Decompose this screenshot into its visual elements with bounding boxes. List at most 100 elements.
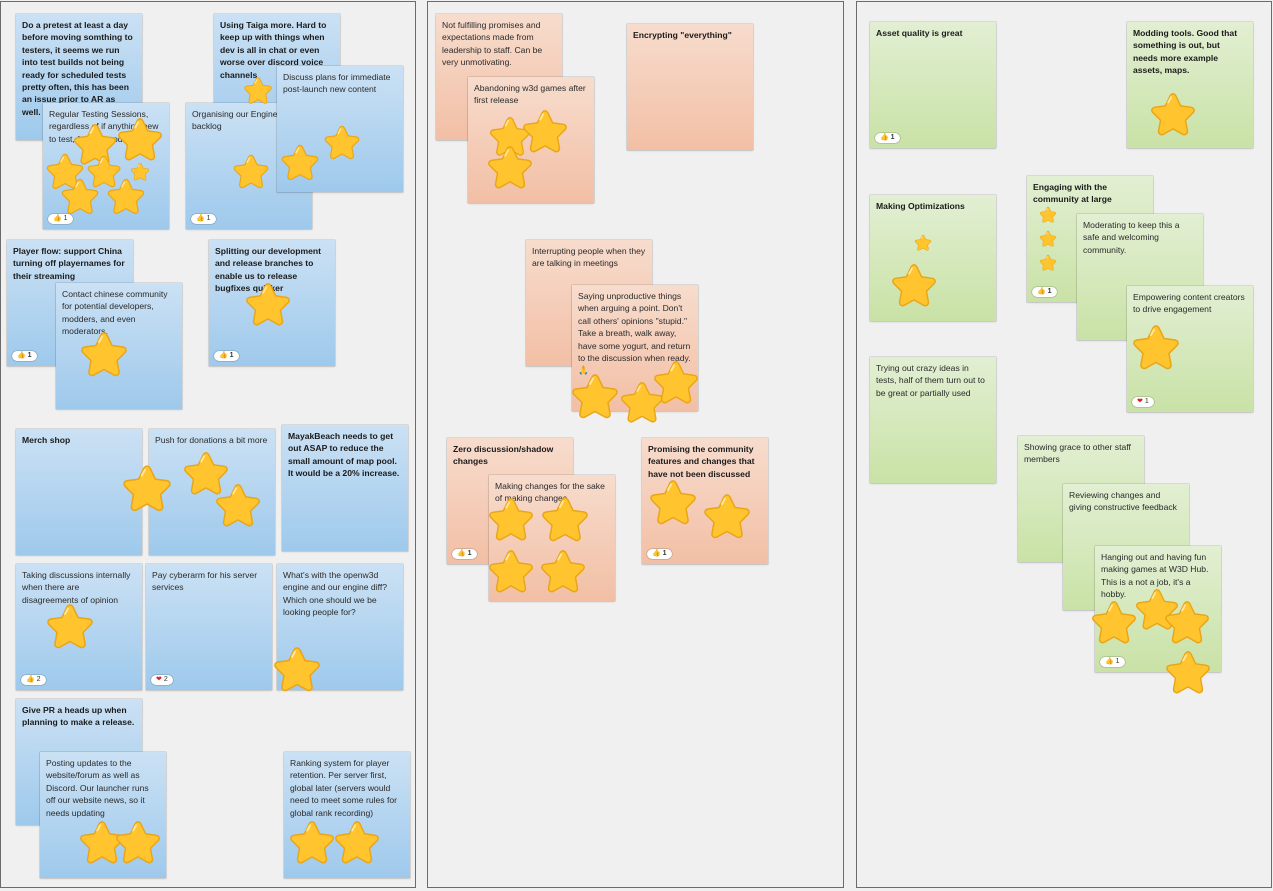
- note-text: Reviewing changes and giving constructiv…: [1069, 490, 1177, 513]
- thumbs-up-reaction[interactable]: 👍 1: [214, 351, 239, 361]
- note-text: Promising the community features and cha…: [648, 444, 755, 479]
- sticky-note[interactable]: Abandoning w3d games after first release: [468, 77, 594, 203]
- note-text: Push for donations a bit more: [155, 435, 268, 445]
- heart-icon: ❤: [156, 676, 162, 683]
- thumbs-up-icon: 👍: [652, 550, 661, 557]
- note-text: Saying unproductive things when arguing …: [578, 291, 691, 376]
- star-sticker-icon: [521, 108, 569, 156]
- note-text: Do a pretest at least a day before movin…: [22, 20, 133, 117]
- star-sticker-icon: [243, 76, 273, 106]
- star-sticker-icon: [539, 548, 587, 596]
- heart-reaction[interactable]: ❤ 2: [151, 675, 173, 685]
- star-sticker-icon: [1039, 230, 1057, 248]
- thumbs-up-reaction[interactable]: 👍 1: [647, 549, 672, 559]
- star-sticker-icon: [1131, 323, 1181, 373]
- sticky-note[interactable]: Modding tools. Good that something is ou…: [1127, 22, 1253, 148]
- note-text: Pay cyberarm for his server services: [152, 570, 258, 593]
- star-sticker-icon: [45, 602, 95, 652]
- note-text: Give PR a heads up when planning to make…: [22, 705, 135, 728]
- note-text: Splitting our development and release br…: [215, 246, 321, 294]
- note-text: Asset quality is great: [876, 28, 963, 38]
- star-sticker-icon: [619, 380, 665, 426]
- note-text: Contact chinese community for potential …: [62, 289, 168, 337]
- note-text: Posting updates to the website/forum as …: [46, 758, 149, 818]
- star-sticker-icon: [182, 450, 230, 498]
- sticky-note[interactable]: Trying out crazy ideas in tests, half of…: [870, 357, 996, 483]
- thumbs-up-reaction[interactable]: 👍 1: [1100, 657, 1125, 667]
- star-sticker-icon: [1090, 599, 1138, 647]
- star-sticker-icon: [333, 819, 381, 867]
- note-text: Discuss plans for immediate post-launch …: [283, 72, 391, 95]
- note-text: MayakBeach needs to get out ASAP to redu…: [288, 431, 400, 479]
- star-sticker-icon: [1149, 91, 1197, 139]
- star-sticker-icon: [1164, 649, 1212, 697]
- note-text: Showing grace to other staff members: [1024, 442, 1131, 465]
- note-text: Player flow: support China turning off p…: [13, 246, 125, 281]
- star-sticker-icon: [86, 154, 122, 190]
- star-sticker-icon: [214, 482, 262, 530]
- star-sticker-icon: [79, 330, 129, 380]
- note-text: Moderating to keep this a safe and welco…: [1083, 220, 1180, 255]
- note-text: Taking discussions internally when there…: [22, 570, 131, 605]
- star-sticker-icon: [232, 153, 270, 191]
- star-sticker-icon: [1039, 254, 1057, 272]
- star-sticker-icon: [106, 177, 146, 217]
- thumbs-up-icon: 👍: [26, 676, 35, 683]
- thumbs-up-reaction[interactable]: 👍 1: [875, 133, 900, 143]
- note-text: What's with the openw3d engine and our e…: [283, 570, 388, 618]
- star-sticker-icon: [280, 143, 320, 183]
- star-sticker-icon: [486, 144, 534, 192]
- star-sticker-icon: [652, 359, 700, 407]
- star-sticker-icon: [914, 234, 932, 252]
- star-sticker-icon: [130, 162, 150, 182]
- star-sticker-icon: [272, 645, 322, 695]
- heart-icon: ❤: [1137, 398, 1143, 405]
- thumbs-up-icon: 👍: [1037, 288, 1046, 295]
- star-sticker-icon: [487, 548, 535, 596]
- note-text: Merch shop: [22, 435, 71, 445]
- sticky-note[interactable]: Pay cyberarm for his server services ❤ 2: [146, 564, 272, 690]
- sticky-note[interactable]: Encrypting "everything": [627, 24, 753, 150]
- star-sticker-icon: [114, 819, 162, 867]
- thumbs-up-icon: 👍: [17, 352, 26, 359]
- star-sticker-icon: [702, 492, 752, 542]
- sticky-note[interactable]: Making Optimizations: [870, 195, 996, 321]
- sticky-note[interactable]: Asset quality is great 👍 1: [870, 22, 996, 148]
- thumbs-up-reaction[interactable]: 👍 1: [191, 214, 216, 224]
- thumbs-up-icon: 👍: [457, 550, 466, 557]
- note-text: Engaging with the community at large: [1033, 182, 1112, 205]
- thumbs-up-icon: 👍: [53, 215, 62, 222]
- note-text: Trying out crazy ideas in tests, half of…: [876, 363, 985, 398]
- sticky-note[interactable]: Merch shop: [16, 429, 142, 555]
- thumbs-up-icon: 👍: [196, 215, 205, 222]
- sticky-note[interactable]: MayakBeach needs to get out ASAP to redu…: [282, 425, 408, 551]
- note-text: Hanging out and having fun making games …: [1101, 552, 1209, 600]
- note-text: Empowering content creators to drive eng…: [1133, 292, 1245, 315]
- star-sticker-icon: [121, 463, 173, 515]
- heart-reaction[interactable]: ❤ 1: [1132, 397, 1154, 407]
- thumbs-up-reaction[interactable]: 👍 1: [48, 214, 73, 224]
- thumbs-up-reaction[interactable]: 👍 1: [452, 549, 477, 559]
- thumbs-up-icon: 👍: [219, 352, 228, 359]
- star-sticker-icon: [78, 819, 126, 867]
- thumbs-up-reaction[interactable]: 👍 1: [12, 351, 37, 361]
- note-text: Using Taiga more. Hard to keep up with t…: [220, 20, 327, 80]
- note-text: Not fulfilling promises and expectations…: [442, 20, 543, 68]
- note-text: Interrupting people when they are talkin…: [532, 246, 646, 269]
- note-text: Ranking system for player retention. Per…: [290, 758, 397, 818]
- star-sticker-icon: [116, 116, 164, 164]
- star-sticker-icon: [648, 478, 698, 528]
- star-sticker-icon: [1163, 599, 1211, 647]
- star-sticker-icon: [570, 372, 620, 422]
- star-sticker-icon: [60, 177, 100, 217]
- star-sticker-icon: [487, 496, 535, 544]
- note-text: Encrypting "everything": [633, 30, 732, 40]
- thumbs-up-reaction[interactable]: 👍 1: [1032, 287, 1057, 297]
- star-sticker-icon: [45, 152, 85, 192]
- star-sticker-icon: [323, 124, 361, 162]
- star-sticker-icon: [1039, 206, 1057, 224]
- star-sticker-icon: [244, 281, 292, 329]
- thumbs-up-reaction[interactable]: 👍 2: [21, 675, 46, 685]
- note-text: Making Optimizations: [876, 201, 965, 211]
- star-sticker-icon: [540, 495, 590, 545]
